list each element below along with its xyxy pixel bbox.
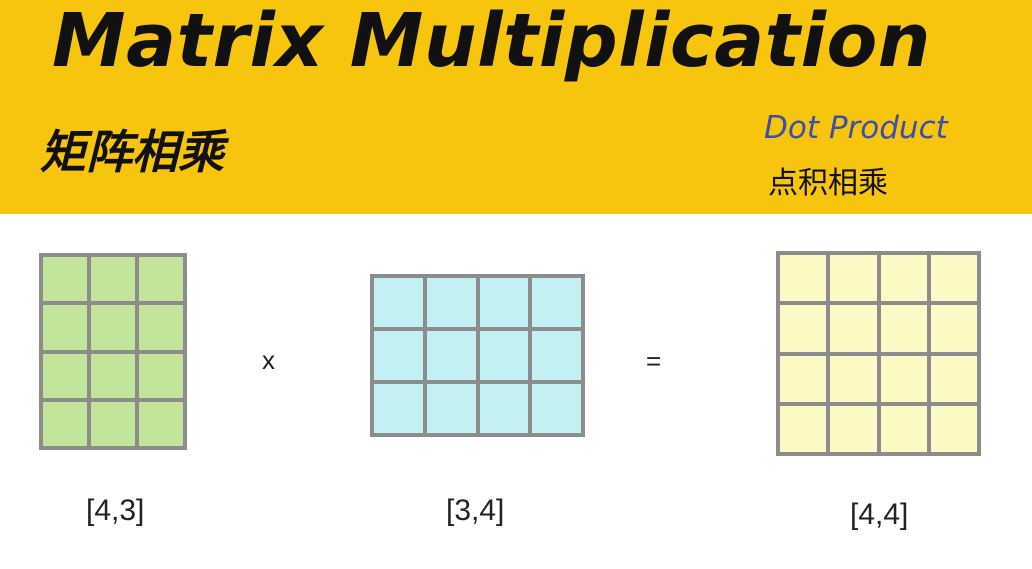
matrix-a-cell (43, 305, 87, 350)
matrix-a-cell (139, 305, 183, 350)
matrix-a-cell (139, 353, 183, 398)
matrix-a-cell (139, 257, 183, 302)
matrix-b-cell (426, 278, 476, 327)
matrix-b-cell (374, 384, 423, 433)
dot-product-cn-label: 点积相乘 (768, 166, 888, 201)
matrix-a-cell (139, 401, 183, 446)
matrix-a-cell (91, 401, 135, 446)
page-subtitle: 矩阵相乘 (40, 125, 224, 179)
matrix-b-cell (426, 331, 476, 380)
matrix-a-cell (91, 305, 135, 350)
header-banner: Matrix Multiplication 矩阵相乘 Dot Product 点… (0, 0, 1032, 214)
matrix-b-cell (374, 331, 423, 380)
matrix-b-cell (532, 384, 581, 433)
matrix-c-cell (830, 255, 877, 302)
matrix-b (370, 274, 585, 437)
matrix-c-cell (830, 405, 877, 452)
matrix-b-cell (374, 278, 423, 327)
matrix-c-cell (880, 405, 927, 452)
matrix-a-cell (43, 257, 87, 302)
matrix-b-cell (479, 384, 529, 433)
matrix-b-cell (479, 278, 529, 327)
matrix-c-cell (880, 255, 927, 302)
matrix-a-cell (91, 353, 135, 398)
matrix-c-cell (930, 305, 977, 352)
matrix-c-cell (830, 305, 877, 352)
matrix-c-cell (780, 255, 827, 302)
matrix-b-cell (426, 384, 476, 433)
matrix-c-cell (780, 355, 827, 402)
matrix-c-cell (930, 355, 977, 402)
matrix-a-cell (91, 257, 135, 302)
multiply-operator: x (262, 345, 275, 375)
matrix-result-dims: [4,4] (850, 498, 909, 531)
matrix-c-cell (780, 405, 827, 452)
matrix-c-cell (930, 405, 977, 452)
page-title: Matrix Multiplication (52, 0, 931, 84)
matrix-b-dims: [3,4] (446, 494, 505, 527)
matrix-b-cell (479, 331, 529, 380)
matrix-b-cell (532, 331, 581, 380)
matrix-a (39, 253, 187, 450)
matrix-c-cell (880, 355, 927, 402)
matrix-c-cell (830, 355, 877, 402)
matrix-b-cell (532, 278, 581, 327)
matrix-a-cell (43, 401, 87, 446)
matrix-c-cell (930, 255, 977, 302)
dot-product-label: Dot Product (764, 110, 948, 146)
matrix-a-cell (43, 353, 87, 398)
matrix-result (776, 251, 981, 456)
equals-operator: = (646, 346, 662, 376)
matrix-c-cell (880, 305, 927, 352)
matrix-a-dims: [4,3] (86, 494, 145, 527)
matrix-c-cell (780, 305, 827, 352)
